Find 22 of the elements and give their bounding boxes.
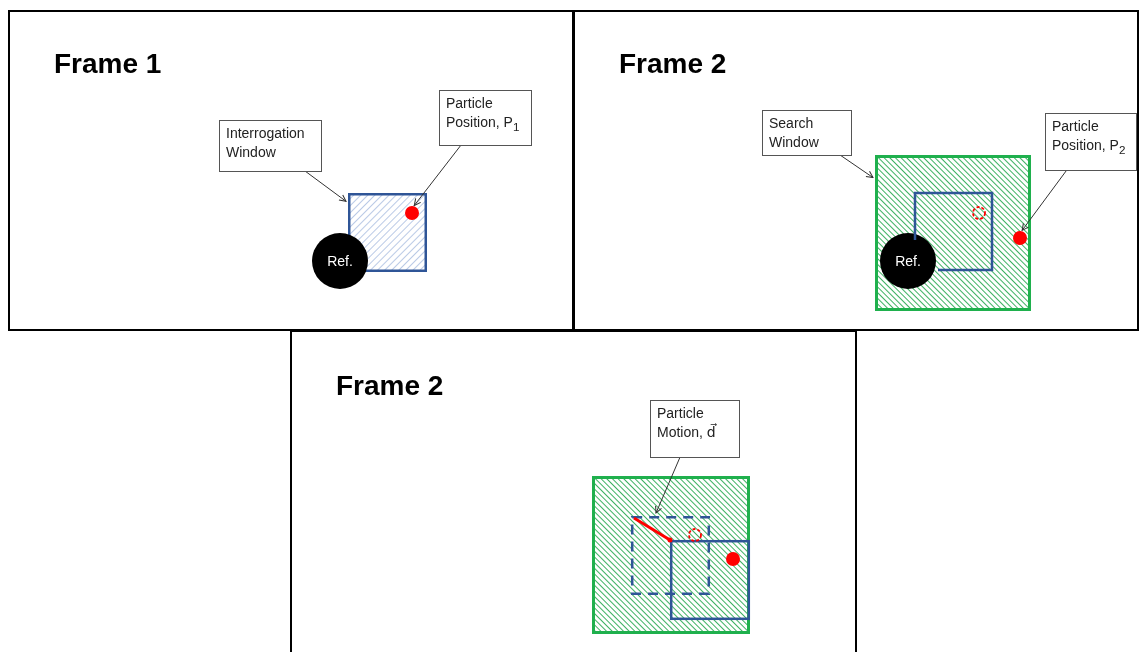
leader-arrow xyxy=(838,153,874,179)
frame-panel xyxy=(573,10,1139,331)
reference-circle: Ref. xyxy=(312,233,368,289)
frame-title: Frame 2 xyxy=(619,48,727,80)
leader-arrow xyxy=(655,455,682,514)
leader-arrow xyxy=(413,143,463,206)
callout-label: Particle Motion, d⃗ xyxy=(650,400,740,458)
callout-label: Search Window xyxy=(762,110,852,156)
displacement-arrow xyxy=(631,515,673,543)
callout-label: Interrogation Window xyxy=(219,120,322,172)
particle-dot xyxy=(405,206,419,220)
leader-arrow xyxy=(303,169,347,202)
callout-label: Particle Position, P$_{1}$ xyxy=(439,90,532,146)
leader-arrow xyxy=(1021,168,1069,231)
particle-dot xyxy=(726,552,740,566)
frame-title: Frame 1 xyxy=(54,48,162,80)
hatched-search-square xyxy=(875,155,1031,311)
frame-panel xyxy=(290,330,857,652)
particle-dot xyxy=(1013,231,1027,245)
frame-title: Frame 2 xyxy=(336,370,444,402)
callout-label: Particle Position, P$_{2}$ xyxy=(1045,113,1137,171)
frame-panel xyxy=(8,10,574,331)
